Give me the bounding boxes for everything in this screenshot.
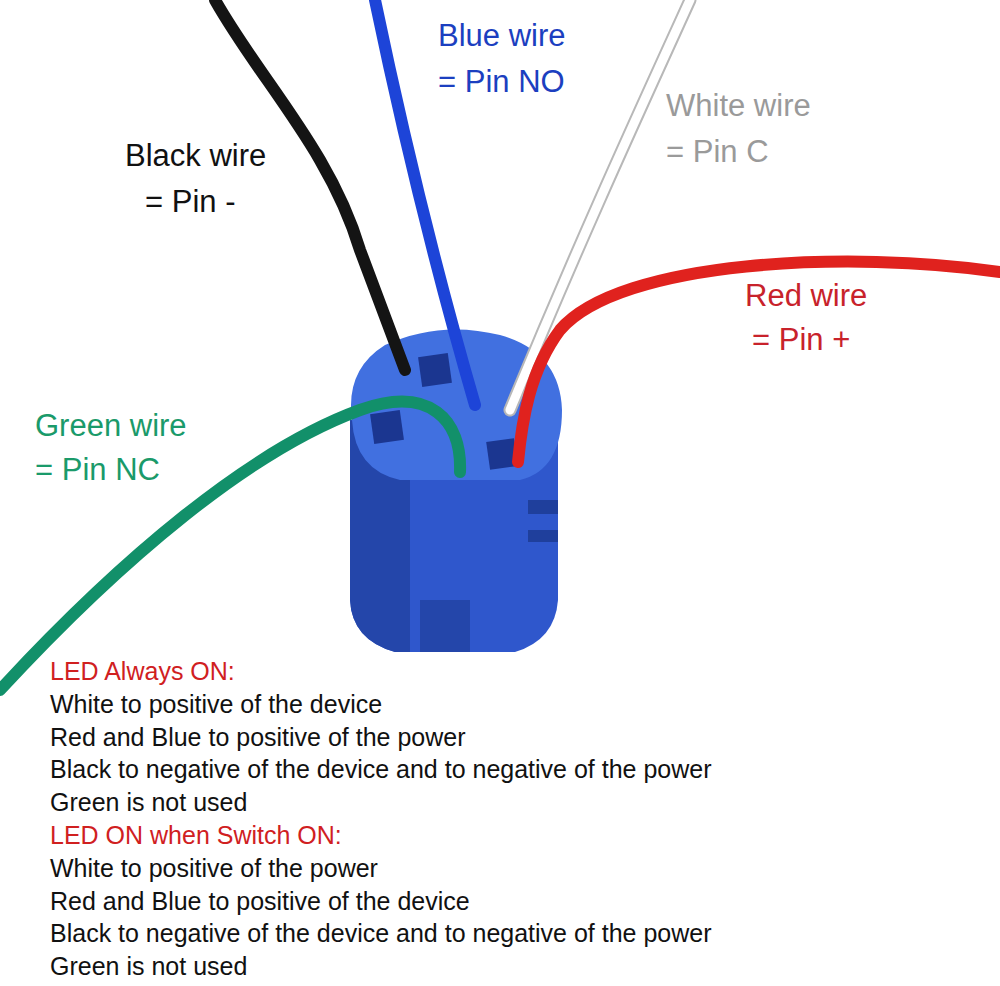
note-line: Red and Blue to positive of the power: [50, 721, 466, 753]
green-wire: [0, 402, 460, 690]
pin-hole: [370, 410, 404, 444]
note-heading: LED Always ON:: [50, 655, 235, 687]
note-line: Green is not used: [50, 950, 247, 982]
wire-name: Blue wire: [438, 18, 566, 54]
white-wire: [510, 0, 690, 410]
black-wire: [215, 0, 405, 370]
pin-name: = Pin -: [145, 184, 235, 220]
wire-name: Red wire: [745, 278, 867, 314]
pin-name: = Pin +: [752, 322, 850, 358]
blue-wire: [375, 0, 475, 405]
red-wire: [518, 262, 1000, 462]
note-line: White to positive of the power: [50, 852, 378, 884]
note-heading: LED ON when Switch ON:: [50, 819, 342, 851]
note-line: Red and Blue to positive of the device: [50, 885, 470, 917]
housing-rib: [528, 530, 558, 542]
pin-name: = Pin NO: [438, 64, 565, 100]
note-line: Black to negative of the device and to n…: [50, 753, 712, 785]
housing-rib: [528, 500, 558, 514]
note-line: Black to negative of the device and to n…: [50, 917, 712, 949]
pin-name: = Pin NC: [35, 452, 160, 488]
wire-name: Black wire: [125, 138, 266, 174]
pin-name: = Pin C: [666, 134, 769, 170]
pin-hole: [418, 353, 452, 387]
wire-name: White wire: [666, 88, 811, 124]
note-line: Green is not used: [50, 786, 247, 818]
note-line: White to positive of the device: [50, 688, 382, 720]
housing-notch: [420, 600, 470, 652]
wire-name: Green wire: [35, 408, 187, 444]
white-wire-outline: [510, 0, 690, 410]
